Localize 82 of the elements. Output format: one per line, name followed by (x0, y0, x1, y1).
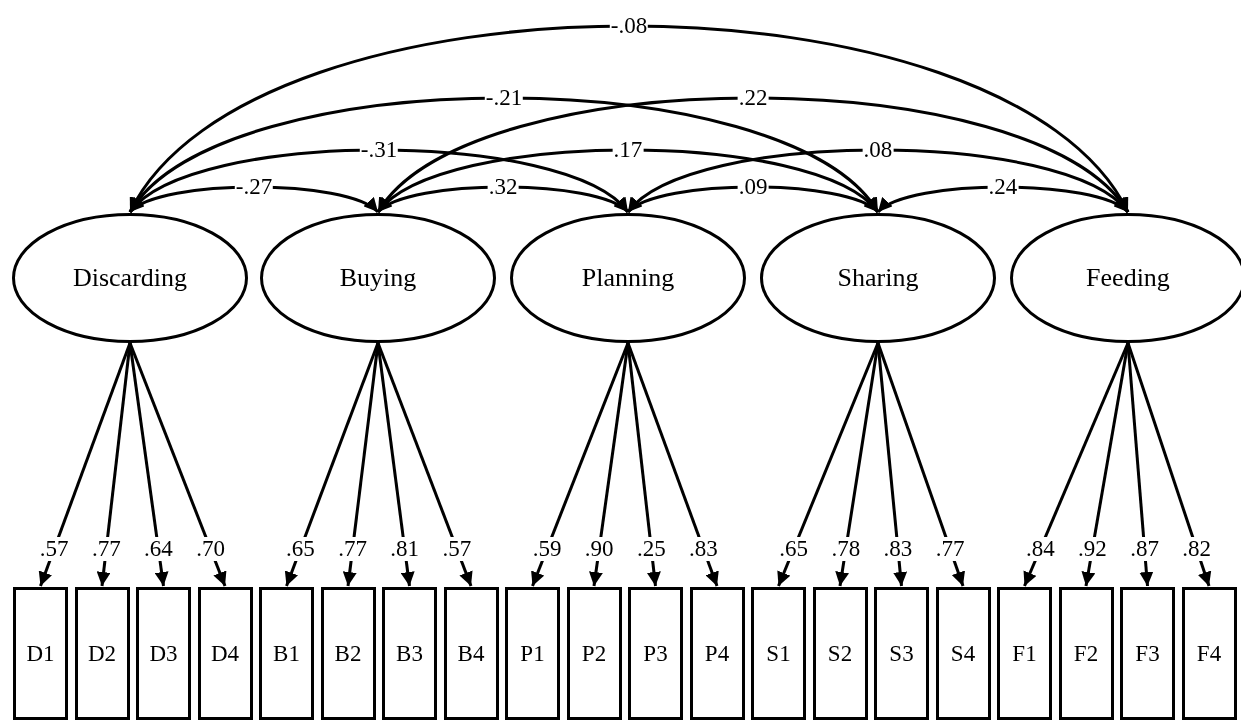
indicator-box (1120, 587, 1175, 720)
loading-arrow (96, 342, 132, 587)
loading-arrow (589, 342, 630, 587)
edge-label: .77 (337, 537, 368, 561)
node-label: F1 (1012, 640, 1037, 667)
node-label: P3 (643, 640, 668, 667)
indicator-box (1058, 587, 1114, 720)
loading-arrow (376, 342, 473, 587)
covariance-arrow (377, 185, 629, 214)
node-label: P2 (581, 640, 607, 667)
node-label: F4 (1196, 640, 1222, 667)
node-label: Buying (339, 263, 417, 293)
node-label: S1 (766, 640, 791, 667)
indicator-box (812, 587, 868, 720)
node-label: D4 (210, 640, 240, 667)
node-label: S4 (950, 640, 976, 667)
indicator-box (13, 587, 68, 720)
indicator-box (751, 587, 806, 720)
indicator-box (382, 587, 437, 720)
indicator-box (566, 587, 622, 720)
indicator-box (443, 587, 499, 720)
indicator-box (197, 587, 253, 720)
edge-label: .81 (389, 537, 421, 561)
edge-label: .64 (143, 537, 174, 561)
node-label: S3 (889, 640, 914, 667)
indicator-box (320, 587, 376, 720)
loading-arrow (626, 342, 719, 587)
latent-ellipse (12, 213, 248, 343)
indicator-box (997, 587, 1052, 720)
node-label: P4 (704, 640, 730, 667)
edge-label: .84 (1024, 537, 1056, 561)
indicator-box (505, 587, 560, 720)
loading-arrow (835, 342, 880, 587)
edge-label: .25 (635, 537, 667, 561)
node-label: D3 (149, 640, 178, 667)
edge-label: .83 (882, 537, 914, 561)
edge-label: .59 (531, 537, 563, 561)
node-label: F3 (1135, 640, 1160, 667)
node-label: F2 (1073, 640, 1099, 667)
loading-arrow (1126, 342, 1212, 587)
covariance-arrow (877, 185, 1129, 214)
indicator-box (689, 587, 745, 720)
edge-label: .87 (1129, 537, 1160, 561)
edge-label: .70 (195, 537, 226, 561)
node-label: P1 (520, 640, 545, 667)
node-label: D1 (26, 640, 55, 667)
indicator-box (935, 587, 991, 720)
node-label: B3 (396, 640, 423, 667)
edge-label: .57 (38, 537, 70, 561)
covariance-arrow (627, 185, 879, 214)
edge-label: .77 (90, 537, 122, 561)
edge-label: .92 (1077, 537, 1108, 561)
edge-label: .77 (934, 537, 966, 561)
edge-label: .78 (830, 537, 862, 561)
loading-arrow (128, 342, 227, 587)
node-label: B1 (273, 640, 300, 667)
edge-label: .65 (285, 537, 316, 561)
indicator-box (136, 587, 191, 720)
indicator-box (874, 587, 929, 720)
loading-arrow (876, 342, 965, 587)
indicator-box (1181, 587, 1237, 720)
edge-label: .83 (688, 537, 719, 561)
loading-arrow (1081, 342, 1130, 587)
latent-ellipse (760, 213, 996, 343)
node-label: Feeding (1086, 263, 1170, 293)
node-label: B4 (457, 640, 485, 667)
edge-label: .65 (778, 537, 809, 561)
edge-label: .90 (583, 537, 615, 561)
edge-label: .57 (441, 537, 473, 561)
edge-label: .82 (1181, 537, 1213, 561)
node-label: S2 (827, 640, 853, 667)
indicator-box (74, 587, 130, 720)
latent-ellipse (510, 213, 746, 343)
node-label: Discarding (72, 263, 188, 293)
indicator-box (259, 587, 314, 720)
node-label: D2 (87, 640, 117, 667)
node-label: Planning (581, 263, 675, 293)
node-label: B2 (334, 640, 362, 667)
node-label: Sharing (837, 263, 919, 293)
loading-arrow (342, 342, 380, 587)
indicator-box (628, 587, 683, 720)
latent-ellipse (260, 213, 496, 343)
